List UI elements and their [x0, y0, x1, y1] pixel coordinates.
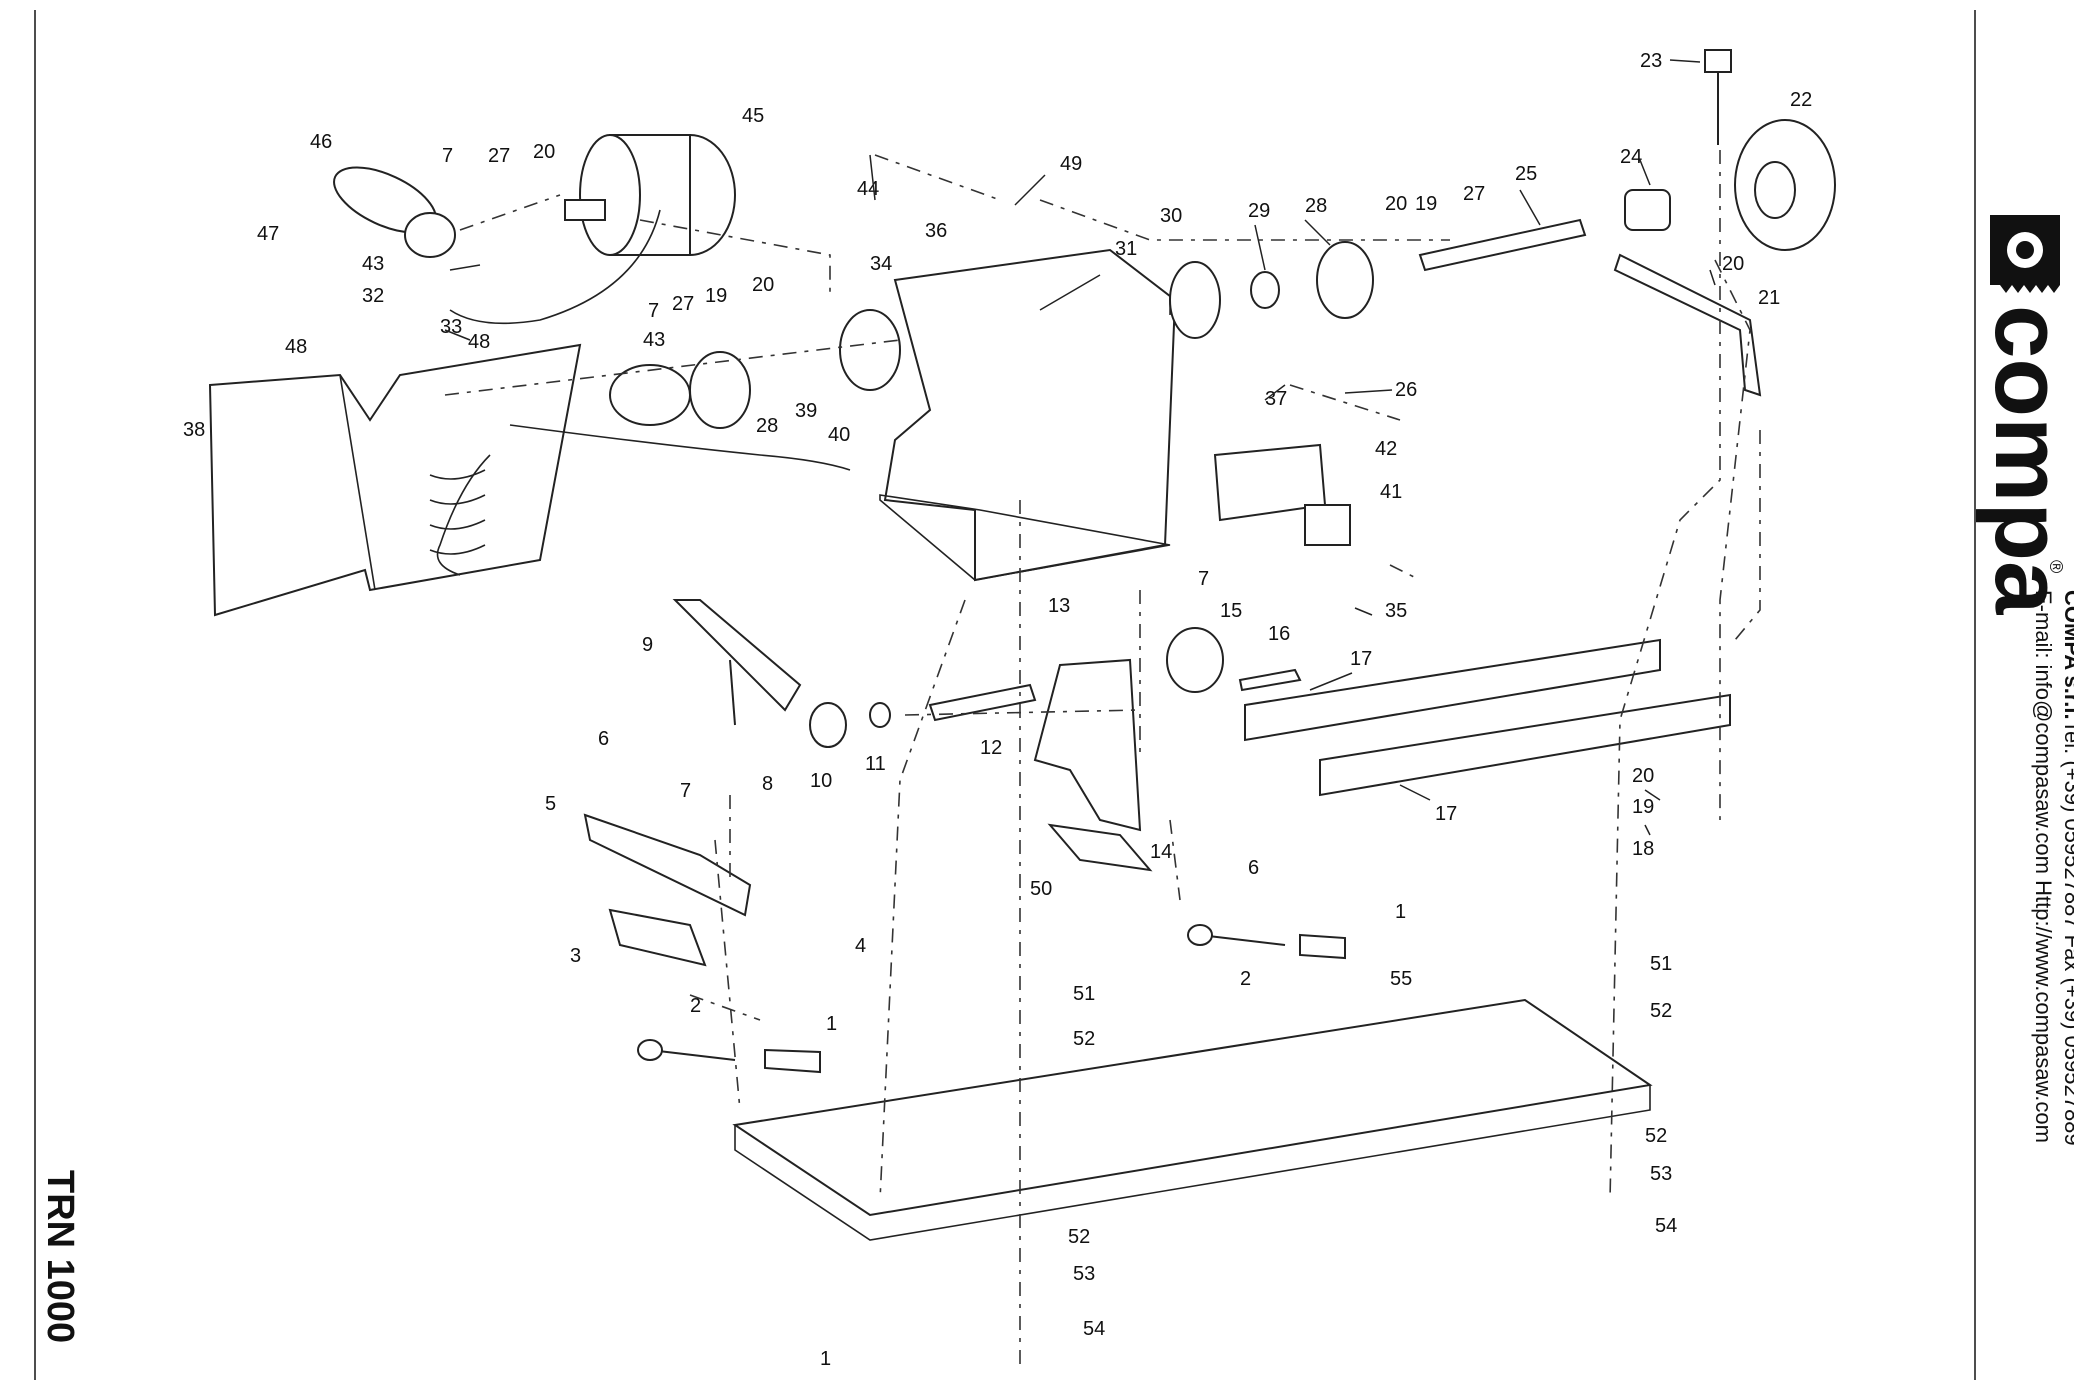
callout-54b: 54 — [1083, 1318, 1105, 1340]
callout-23: 23 — [1640, 50, 1662, 72]
callout-24: 24 — [1620, 146, 1642, 168]
callout-48b: 48 — [468, 331, 490, 353]
leader-lines — [444, 59, 1716, 836]
callout-35: 35 — [1385, 600, 1407, 622]
company-email-web: E-mail: info@compasaw.com Http://www.com… — [2031, 590, 2056, 1143]
callout-15: 15 — [1220, 600, 1242, 622]
callout-27c: 27 — [1463, 183, 1485, 205]
callout-54a: 54 — [1655, 1215, 1677, 1237]
callout-16: 16 — [1268, 623, 1290, 645]
callout-34: 34 — [870, 253, 892, 275]
callout-10: 10 — [810, 770, 832, 792]
callout-19c: 19 — [1632, 796, 1654, 818]
callout-48a: 48 — [285, 336, 307, 358]
callout-6a: 6 — [598, 728, 609, 750]
callout-4: 4 — [855, 935, 866, 957]
callout-6b: 6 — [1248, 857, 1259, 879]
callout-52a: 52 — [1073, 1028, 1095, 1050]
callout-55: 55 — [1390, 968, 1412, 990]
callout-20c: 20 — [1385, 193, 1407, 215]
callout-47: 47 — [257, 223, 279, 245]
callout-26: 26 — [1395, 379, 1417, 401]
callout-20e: 20 — [1632, 765, 1654, 787]
alignment-lines — [444, 150, 1761, 1370]
callout-7a: 7 — [442, 145, 453, 167]
callout-2b: 2 — [1240, 968, 1251, 990]
callout-38: 38 — [183, 419, 205, 441]
compa-logo-icon — [1990, 215, 2060, 293]
callout-19a: 19 — [705, 285, 727, 307]
callout-44: 44 — [857, 178, 879, 200]
callout-1b: 1 — [826, 1013, 837, 1035]
headstock-housing — [883, 248, 1177, 582]
callout-5: 5 — [545, 793, 556, 815]
callout-37: 37 — [1265, 388, 1287, 410]
brand-block: compa ® COMPA s.r.l. Tel. (+39) 05952788… — [1975, 215, 2074, 1146]
callout-17b: 17 — [1435, 803, 1457, 825]
callout-8: 8 — [762, 773, 773, 795]
callout-20a: 20 — [533, 141, 555, 163]
callout-43b: 43 — [643, 329, 665, 351]
callout-28b: 28 — [756, 415, 778, 437]
model-title: TRN 1000 — [39, 1170, 81, 1343]
callout-27b: 27 — [672, 293, 694, 315]
callout-50: 50 — [1030, 878, 1052, 900]
callout-45: 45 — [742, 105, 764, 127]
callout-46: 46 — [310, 131, 332, 153]
callout-17a: 17 — [1350, 648, 1372, 670]
callout-28a: 28 — [1305, 195, 1327, 217]
callout-31: 31 — [1115, 238, 1137, 260]
callout-53a: 53 — [1650, 1163, 1672, 1185]
callout-42: 42 — [1375, 438, 1397, 460]
callout-52b: 52 — [1650, 1000, 1672, 1022]
motor-guard-panel — [208, 343, 582, 617]
callout-53b: 53 — [1073, 1263, 1095, 1285]
registered-mark: ® — [2046, 560, 2066, 573]
callout-49: 49 — [1060, 153, 1082, 175]
lathe-base — [732, 998, 1653, 1217]
callout-20b: 20 — [752, 274, 774, 296]
callout-52d: 52 — [1068, 1226, 1090, 1248]
callout-43a: 43 — [362, 253, 384, 275]
callout-19b: 19 — [1415, 193, 1437, 215]
callout-32: 32 — [362, 285, 384, 307]
callout-13: 13 — [1048, 595, 1070, 617]
callout-12: 12 — [980, 737, 1002, 759]
callout-2a: 2 — [690, 995, 701, 1017]
callout-label: 1 — [820, 1348, 831, 1370]
callout-33: 33 — [440, 316, 462, 338]
callout-20d: 20 — [1722, 253, 1744, 275]
callout-30: 30 — [1160, 205, 1182, 227]
company-name: COMPA s.r.l. — [2060, 590, 2074, 720]
callout-41: 41 — [1380, 481, 1402, 503]
callout-25: 25 — [1515, 163, 1537, 185]
callout-labels: 1 1 1 2 2 3 4 5 6 6 7 7 7 7 8 9 10 11 12… — [183, 50, 1812, 1370]
callout-3: 3 — [570, 945, 581, 967]
callout-9: 9 — [642, 634, 653, 656]
callout-27a: 27 — [488, 145, 510, 167]
callout-1a: 1 — [1395, 901, 1406, 923]
callout-52c: 52 — [1645, 1125, 1667, 1147]
callout-51a: 51 — [1073, 983, 1095, 1005]
part-drawings — [208, 49, 1836, 1241]
callout-21: 21 — [1758, 287, 1780, 309]
callout-51b: 51 — [1650, 953, 1672, 975]
callout-7c: 7 — [680, 780, 691, 802]
company-phone-fax: Tel. (+39) 059527887 Fax (+39) 059527889 — [2060, 720, 2074, 1146]
callout-14: 14 — [1150, 841, 1172, 863]
callout-29: 29 — [1248, 200, 1270, 222]
callout-11: 11 — [865, 753, 886, 775]
callout-22: 22 — [1790, 89, 1812, 111]
callout-36: 36 — [925, 220, 947, 242]
callout-7b: 7 — [648, 300, 659, 322]
callout-40: 40 — [828, 424, 850, 446]
callout-7d: 7 — [1198, 568, 1209, 590]
brand-logo-text: compa — [1975, 305, 2074, 615]
callout-39: 39 — [795, 400, 817, 422]
callout-18: 18 — [1632, 838, 1654, 860]
